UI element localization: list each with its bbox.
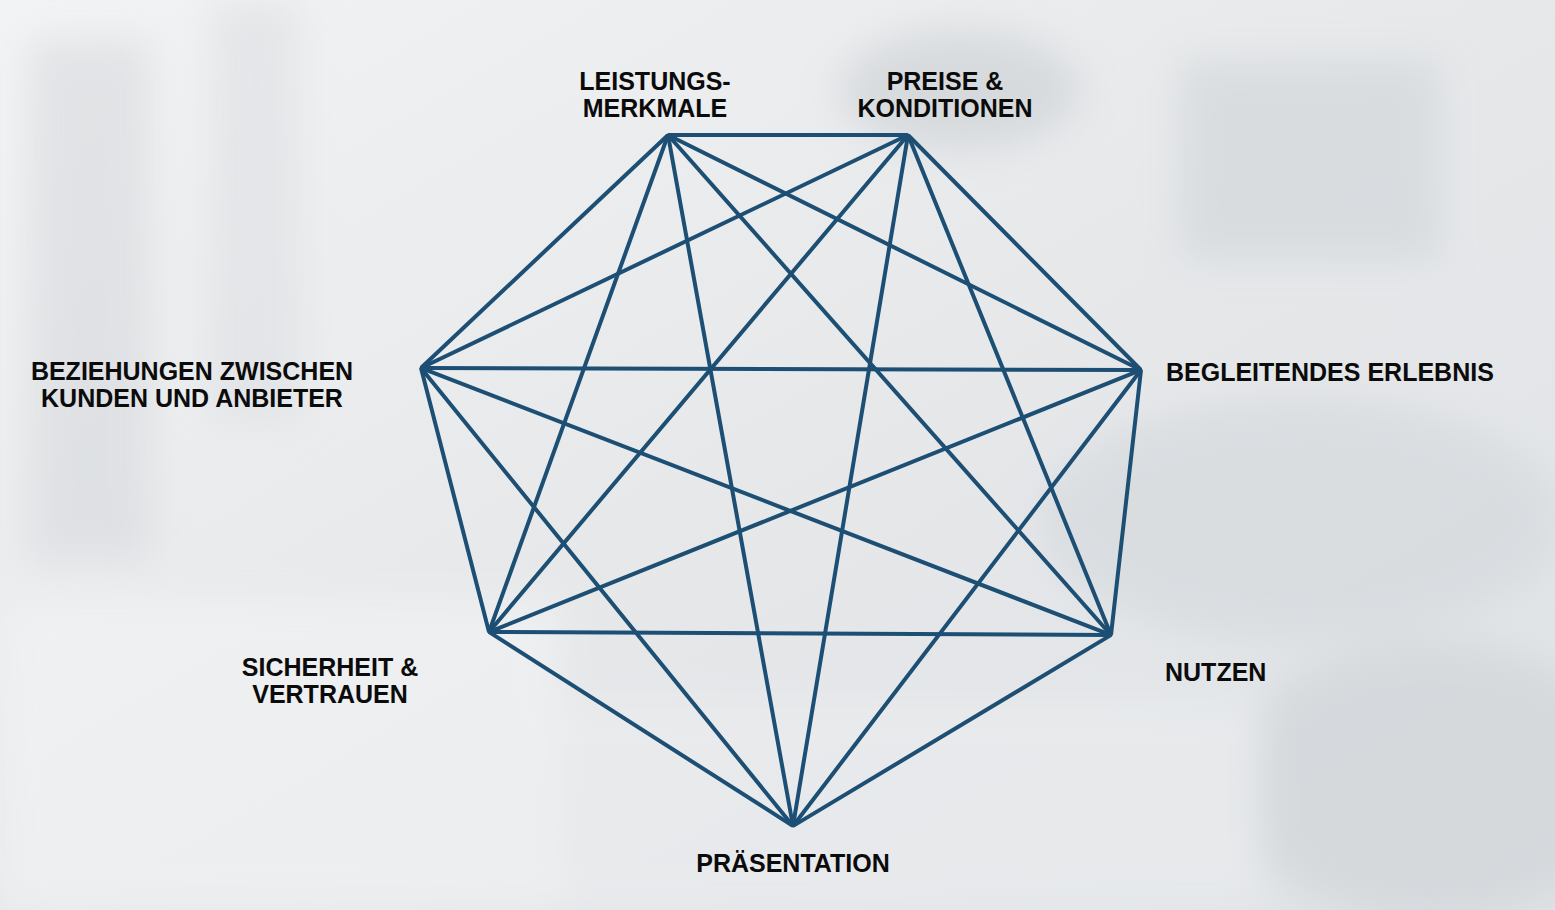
vertex-label: BEGLEITENDES ERLEBNIS xyxy=(1166,359,1494,386)
connector-line xyxy=(422,369,792,825)
vertex-node: NUTZEN xyxy=(1110,634,1112,636)
vertex-node: BEGLEITENDES ERLEBNIS xyxy=(1140,369,1142,371)
connector-line xyxy=(669,133,907,137)
vertex-label: SICHERHEIT & VERTRAUEN xyxy=(220,654,440,708)
connector-line xyxy=(669,136,1110,634)
vertex-label: BEZIEHUNGEN ZWISCHEN KUNDEN UND ANBIETER xyxy=(12,358,372,412)
connector-line xyxy=(422,368,1110,634)
connector-line xyxy=(794,371,1140,825)
connector-line xyxy=(422,368,1140,370)
vertex-node: BEZIEHUNGEN ZWISCHEN KUNDEN UND ANBIETER xyxy=(420,367,422,369)
vertex-label: PRÄSENTATION xyxy=(696,850,890,877)
connector-line xyxy=(908,136,1110,634)
vertex-node: SICHERHEIT & VERTRAUEN xyxy=(488,631,490,633)
connector-line xyxy=(1111,371,1141,634)
connector-line xyxy=(490,136,907,631)
connector-line xyxy=(422,136,667,367)
connector-line xyxy=(489,136,667,631)
vertex-label: LEISTUNGS- MERKMALE xyxy=(570,68,740,122)
connector-line xyxy=(422,135,907,367)
connector-line xyxy=(909,136,1140,369)
vertex-label: PREISE & KONDITIONEN xyxy=(825,68,1065,122)
connector-line xyxy=(793,136,908,825)
vertex-node: LEISTUNGS- MERKMALE xyxy=(667,134,669,136)
vertex-node: PREISE & KONDITIONEN xyxy=(907,134,909,136)
connector-line xyxy=(794,636,1110,826)
connector-line xyxy=(490,632,1110,635)
vertex-label: NUTZEN xyxy=(1165,659,1266,686)
vertex-node: PRÄSENTATION xyxy=(792,825,794,827)
connector-line xyxy=(490,633,792,826)
